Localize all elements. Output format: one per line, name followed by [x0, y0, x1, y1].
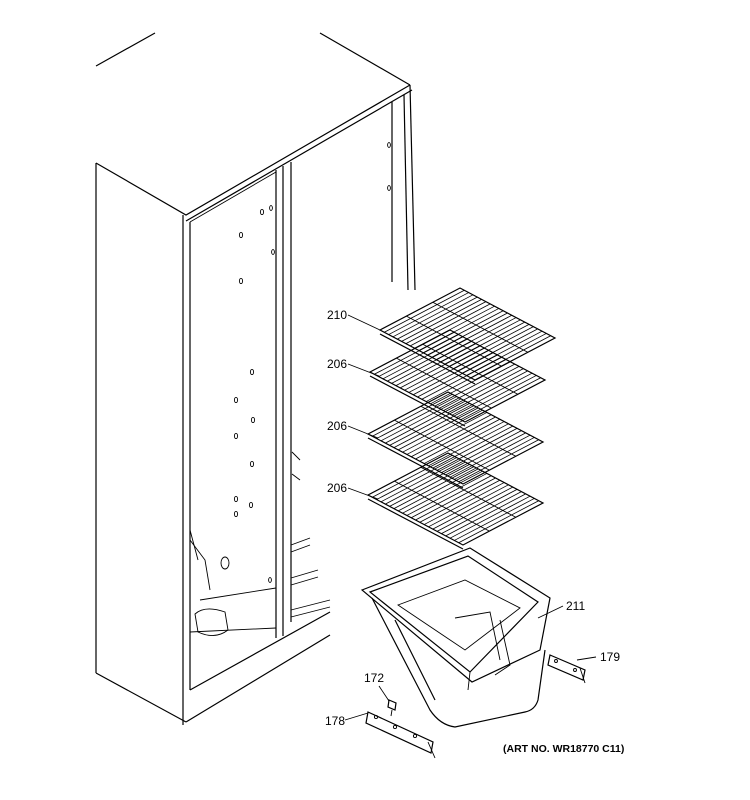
- callout-210: 210: [327, 308, 347, 322]
- wire-shelves: [366, 287, 557, 550]
- screw: [387, 699, 397, 717]
- bracket-left: [365, 711, 436, 759]
- callout-211: 211: [566, 599, 585, 613]
- callout-179: 179: [600, 650, 620, 664]
- wire-shelf-206-lower: [366, 452, 545, 550]
- art-number: (ART NO. WR18770 C11): [503, 743, 624, 755]
- wire-shelf-206-middle: [366, 391, 545, 489]
- callout-206-upper: 206: [327, 357, 347, 371]
- bracket-right: [547, 654, 586, 684]
- callout-172: 172: [364, 671, 384, 685]
- leader-lines: [344, 314, 597, 721]
- wire-shelf-206-upper: [368, 329, 547, 427]
- callout-206-middle: 206: [327, 419, 347, 433]
- wire-shelf-210: [378, 287, 557, 385]
- storage-bin: [360, 547, 551, 728]
- callout-206-lower: 206: [327, 481, 347, 495]
- refrigerator-cabinet: [95, 32, 416, 725]
- callout-178: 178: [325, 714, 345, 728]
